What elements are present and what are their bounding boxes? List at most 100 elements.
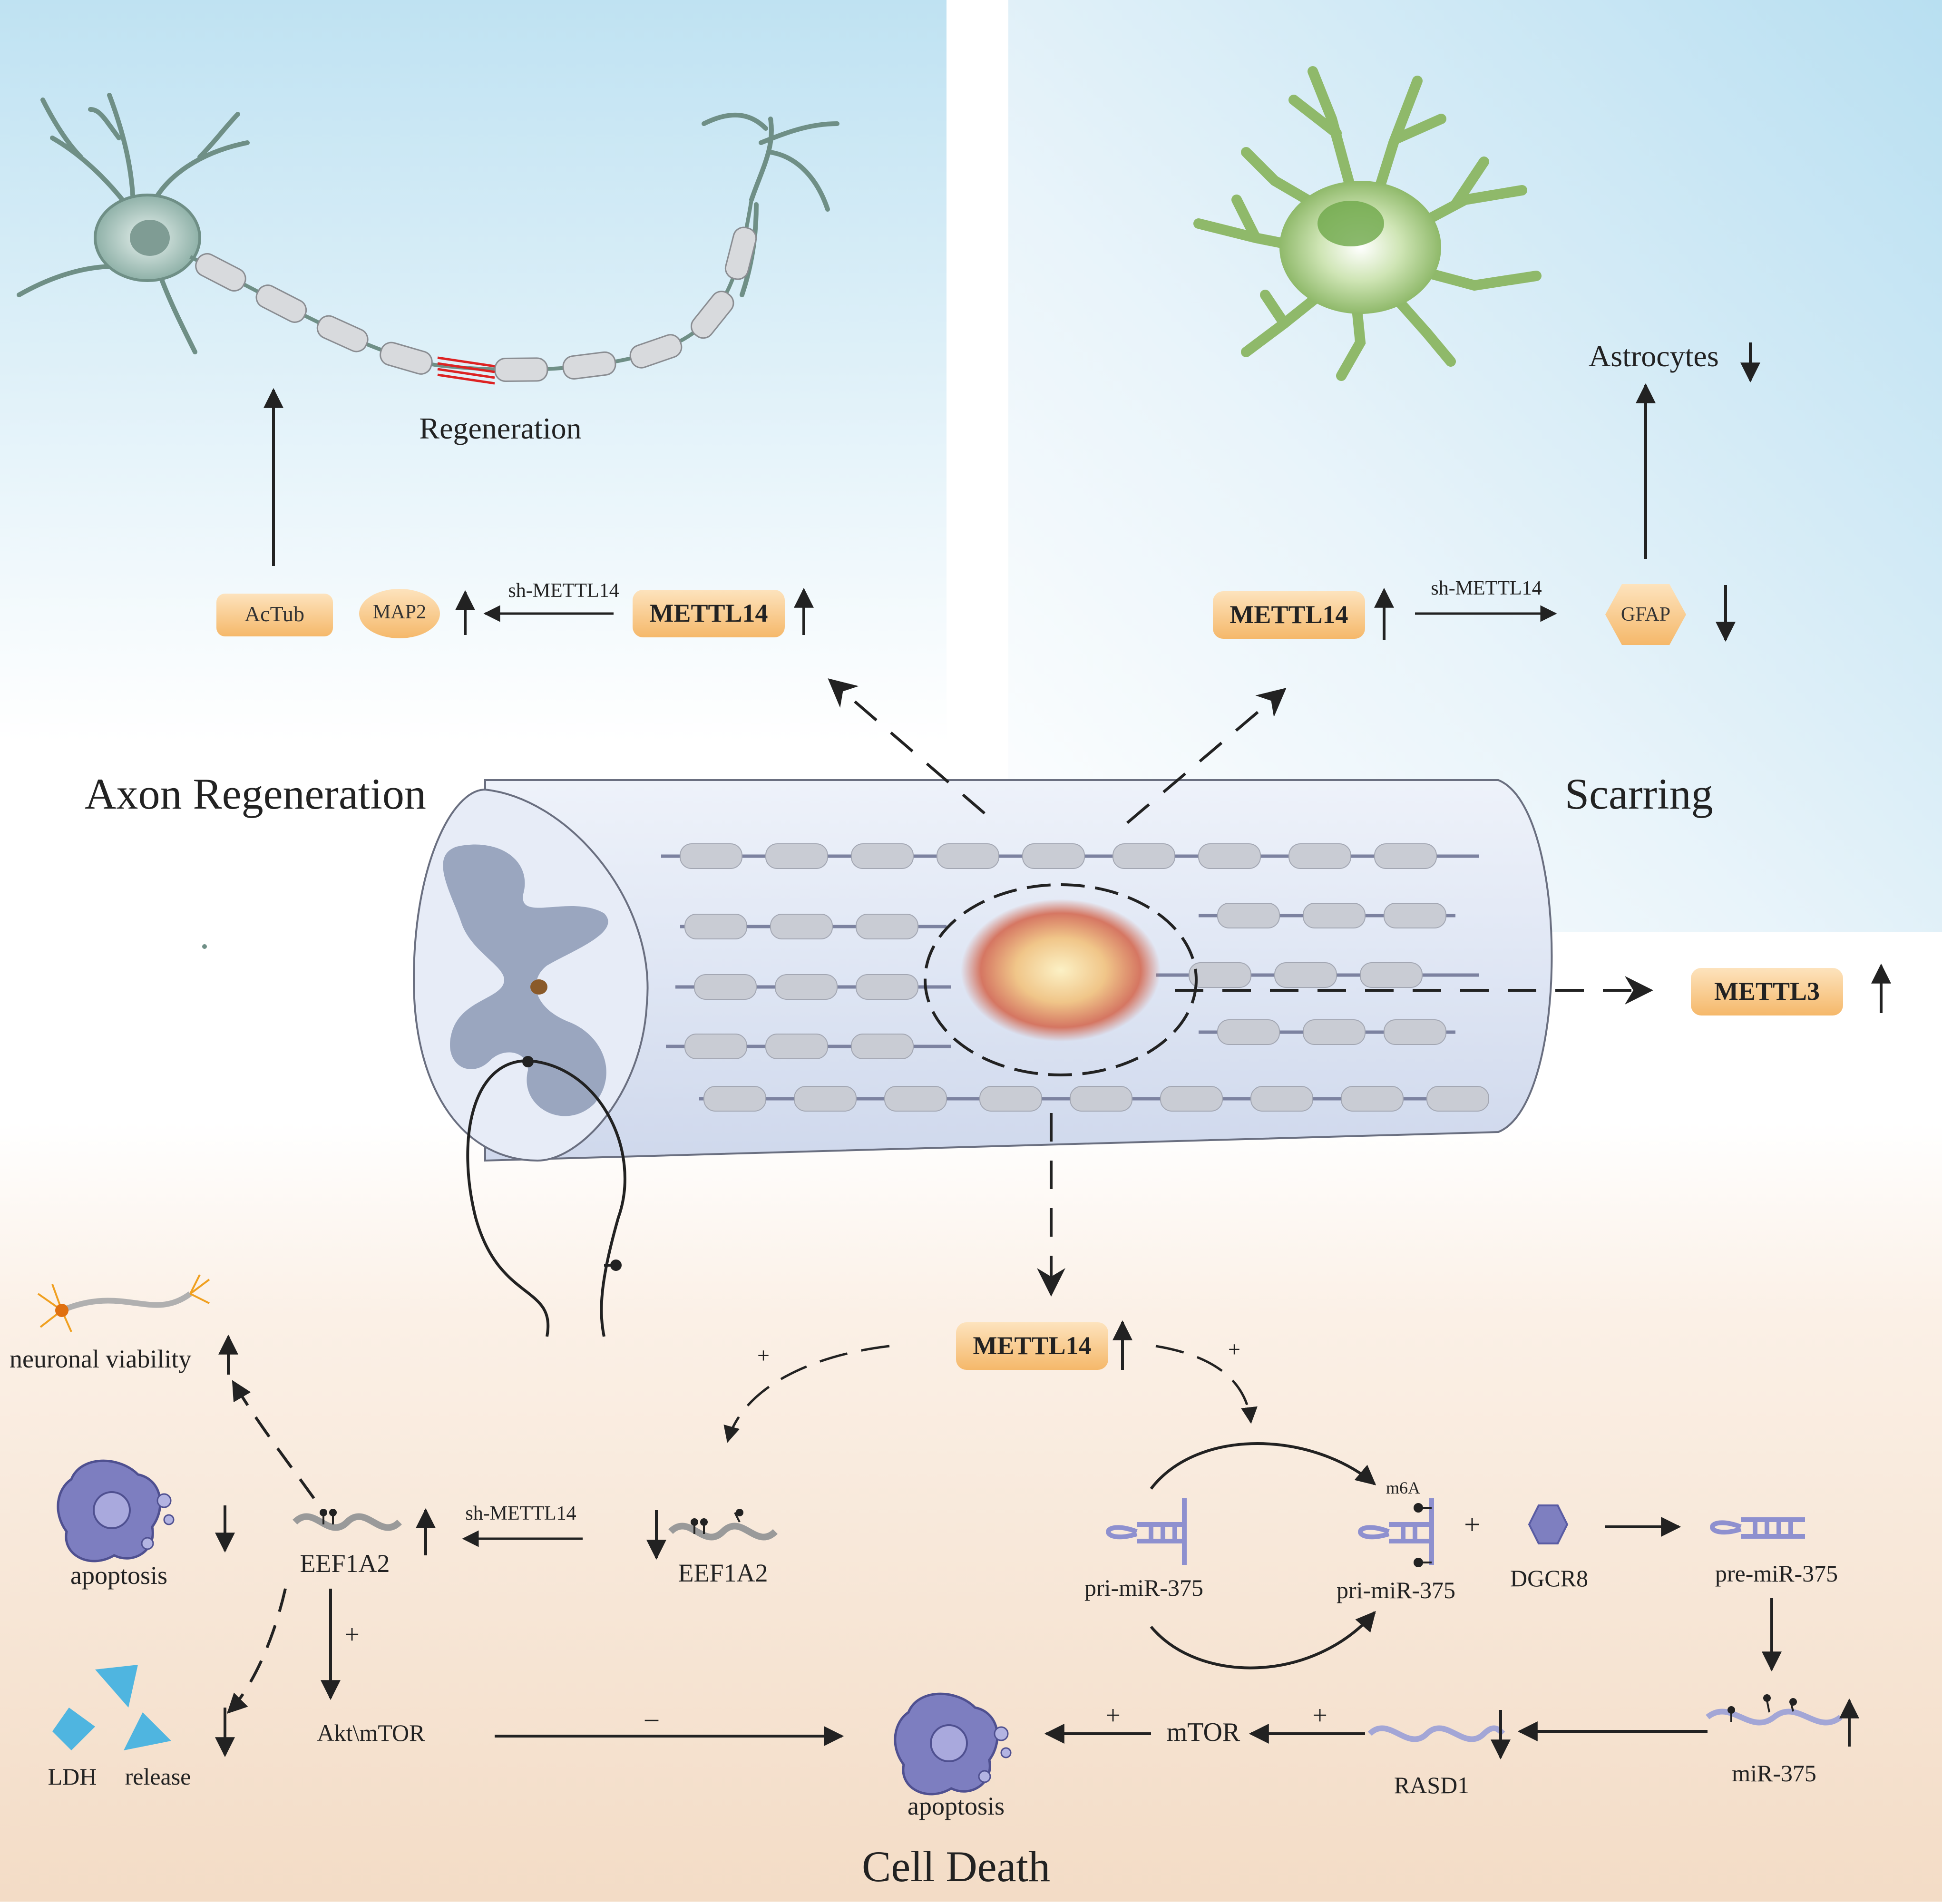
fiber-segment (1341, 1086, 1404, 1112)
fiber-segment (1360, 962, 1423, 988)
eef1a2-mrna-right (668, 1509, 778, 1541)
actub-label: AcTub (244, 602, 304, 626)
neuron-nucleus (130, 220, 170, 256)
apoptosis-label-left: apoptosis (70, 1561, 167, 1590)
fiber-segment (1274, 962, 1337, 988)
fiber-segment (1426, 1086, 1489, 1112)
mettl14-label-left: METTL14 (649, 599, 768, 627)
apoptosis-label-center: apoptosis (908, 1792, 1005, 1820)
fiber-segment (1250, 1086, 1313, 1112)
central-canal (530, 979, 547, 995)
astrocytes-label: Astrocytes (1589, 339, 1719, 373)
regeneration-label: Regeneration (419, 411, 581, 445)
small-neuron-icon (37, 1274, 210, 1332)
dashed-arrow-axon (828, 678, 986, 815)
fiber-segment (1070, 1086, 1132, 1112)
astrocyte-nucleus (1317, 201, 1384, 246)
m6a-label: m6A (1386, 1478, 1420, 1497)
pri-mir375-hairpin-left (1106, 1498, 1187, 1565)
fiber-segment (1198, 843, 1261, 869)
eef1a2-mrna-left (293, 1509, 402, 1531)
map2-label: MAP2 (373, 601, 426, 623)
fiber-segment (1303, 903, 1366, 928)
fiber-segment (851, 843, 914, 869)
fiber-segment (1384, 903, 1446, 928)
pri-mir375-label-m6a: pri-miR-375 (1337, 1577, 1455, 1603)
pri-mir375-label-left: pri-miR-375 (1084, 1574, 1203, 1601)
fiber-segment (1160, 1086, 1223, 1112)
plus-mtor: + (1105, 1701, 1121, 1730)
grey-matter (443, 844, 608, 1116)
neuron-illustration (17, 93, 839, 949)
fiber-segment (775, 974, 838, 1000)
myelin-segment (691, 291, 734, 339)
astrocyte-body (1279, 181, 1441, 314)
myelin-segment (380, 342, 433, 375)
fiber-segment (1189, 962, 1251, 988)
mir375-label: miR-375 (1732, 1760, 1816, 1787)
curve-pri-to-m6a-bottom (1150, 1611, 1376, 1670)
fiber-segment (703, 1086, 766, 1112)
mettl3-pill (1691, 968, 1843, 1015)
dgcr8-label: DGCR8 (1510, 1565, 1588, 1592)
fiber-segment (1374, 843, 1437, 869)
fiber-segment (1384, 1019, 1446, 1045)
mtor-label: mTOR (1167, 1718, 1240, 1747)
regeneration-hatch (437, 356, 495, 385)
fiber-segment (794, 1086, 857, 1112)
plus-dgcr8: + (1464, 1509, 1480, 1540)
pre-mir375-label: pre-miR-375 (1715, 1560, 1838, 1587)
cell-death-title: Cell Death (862, 1842, 1050, 1891)
map2-ellipse (359, 589, 440, 638)
fiber-segment (684, 1034, 747, 1059)
nerve-roots (466, 1056, 626, 1337)
minus-akt: – (644, 1703, 659, 1733)
fiber-segment (1303, 1019, 1366, 1045)
fiber-segment (680, 843, 742, 869)
neuronal-viability-label: neuronal viability (10, 1345, 191, 1373)
fiber-segment (765, 843, 828, 869)
lesion-boundary (924, 883, 1198, 1076)
eef1a2-label-left: EEF1A2 (300, 1549, 390, 1578)
fiber-segment (1022, 843, 1085, 869)
ldh-label: LDH (48, 1763, 97, 1790)
fiber-segment (765, 1034, 828, 1059)
mir375-strand (1706, 1694, 1843, 1726)
pre-mir375-hairpin (1710, 1517, 1805, 1539)
dashed-arrow-scar (1126, 688, 1287, 824)
dashed-curve-right (1155, 1345, 1258, 1424)
ldh-icon (52, 1665, 171, 1750)
fiber-segment (1217, 903, 1280, 928)
myelin-segment (255, 284, 307, 323)
fiber-segment (856, 914, 918, 939)
dashed-curve-left (723, 1345, 890, 1443)
axon-panel-bg (0, 0, 947, 742)
fiber-segment (770, 914, 833, 939)
sh-mettl14-label-left: sh-METTL14 (508, 580, 619, 602)
akt-mtor-label: Akt\mTOR (317, 1719, 426, 1746)
mettl3-label: METTL3 (1714, 977, 1820, 1006)
mettl14-pill-left (633, 590, 785, 637)
fiber-segment (979, 1086, 1042, 1112)
mettl14-pill-bottom (956, 1322, 1108, 1370)
apoptotic-cell-icon-left (57, 1459, 175, 1562)
actub-pill (216, 594, 333, 636)
myelin-segment (195, 253, 246, 292)
axon-regeneration-title: Axon Regeneration (85, 770, 426, 818)
plus-right-curve: + (1228, 1337, 1240, 1361)
mettl14-pill-right (1213, 591, 1365, 639)
myelin-segment (562, 351, 616, 380)
sh-mettl14-label-right: sh-METTL14 (1431, 577, 1542, 599)
scar-panel-bg (1008, 0, 1942, 932)
release-label: release (125, 1763, 191, 1790)
fiber-segment (694, 974, 757, 1000)
pri-mir375-hairpin-m6a (1358, 1498, 1434, 1565)
scarring-title: Scarring (1565, 770, 1713, 818)
mettl14-label-bottom: METTL14 (973, 1331, 1091, 1360)
dashed-eef1a2-to-viability (232, 1380, 315, 1499)
myelin-segment (629, 334, 683, 369)
gfap-hexagon (1605, 584, 1686, 645)
dgcr8-hexagon (1528, 1504, 1569, 1544)
fiber-segment (1217, 1019, 1280, 1045)
